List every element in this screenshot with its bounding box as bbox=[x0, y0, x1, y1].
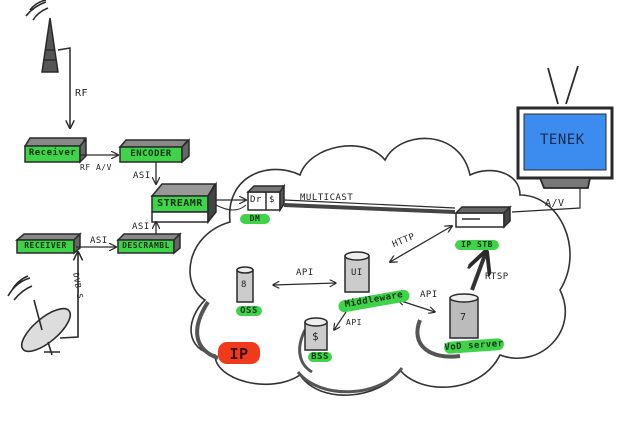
descrambler-label: DESCRAMBL bbox=[122, 241, 170, 250]
ip-stb-label: IP STB bbox=[461, 240, 493, 249]
edge-api-oss-middleware: API bbox=[296, 268, 314, 278]
middleware-glyph: UI bbox=[351, 268, 363, 278]
api-arrows bbox=[273, 283, 435, 330]
edge-multicast: MULTICAST bbox=[300, 193, 354, 203]
drm-label: DM bbox=[249, 214, 261, 223]
receiver-bottom-label: RECEIVER bbox=[24, 241, 67, 250]
drm-inner-left: Dr bbox=[250, 195, 262, 205]
edge-api-middleware-bss: API bbox=[346, 318, 362, 327]
bss-server-icon bbox=[304, 317, 328, 351]
bss-glyph: $ bbox=[312, 330, 320, 343]
edge-rtsp: RTSP bbox=[485, 272, 509, 282]
vod-glyph: 7 bbox=[460, 312, 467, 323]
receiver-top-label: Receiver bbox=[28, 148, 77, 158]
connector-lines bbox=[76, 155, 156, 247]
streamer-label: STREAMR bbox=[157, 198, 203, 209]
oss-label: OSS bbox=[240, 306, 258, 316]
edge-asi-descrambler: ASI bbox=[132, 222, 150, 232]
receiver-top-device bbox=[23, 136, 87, 164]
ip-label: IP bbox=[229, 345, 249, 363]
oss-server-icon bbox=[236, 266, 254, 303]
oss-glyph: 8 bbox=[241, 280, 247, 290]
edge-api-middleware-vod: API bbox=[420, 290, 438, 300]
middleware-server-icon bbox=[344, 251, 370, 293]
bss-label: BSS bbox=[311, 352, 329, 362]
television-icon bbox=[511, 65, 614, 213]
vod-server-icon bbox=[449, 293, 479, 339]
multicast-path bbox=[215, 200, 456, 214]
receiver-bottom-device bbox=[14, 232, 82, 255]
drm-device bbox=[246, 183, 286, 213]
edge-asi-encoder: ASI bbox=[133, 171, 151, 181]
ip-stb-device bbox=[454, 205, 512, 229]
satellite-dish-icon bbox=[7, 252, 78, 356]
edge-rf: RF bbox=[75, 88, 89, 99]
encoder-device bbox=[118, 138, 190, 164]
label-highlights bbox=[218, 214, 504, 364]
edge-rf-av: RF A/V bbox=[80, 163, 112, 172]
tv-screen-text: TENEK bbox=[540, 132, 585, 148]
http-arrow bbox=[390, 226, 452, 262]
streamer-device bbox=[150, 181, 217, 225]
rtsp-arrow bbox=[472, 252, 486, 291]
descrambler-device bbox=[116, 232, 182, 255]
drm-inner-right: $ bbox=[269, 195, 275, 205]
edge-asi-receiver: ASI bbox=[90, 236, 108, 246]
radio-tower-icon bbox=[25, 0, 70, 128]
ip-cloud bbox=[189, 137, 571, 396]
edge-av: A/V bbox=[545, 198, 565, 209]
encoder-label: ENCODER bbox=[130, 149, 172, 159]
